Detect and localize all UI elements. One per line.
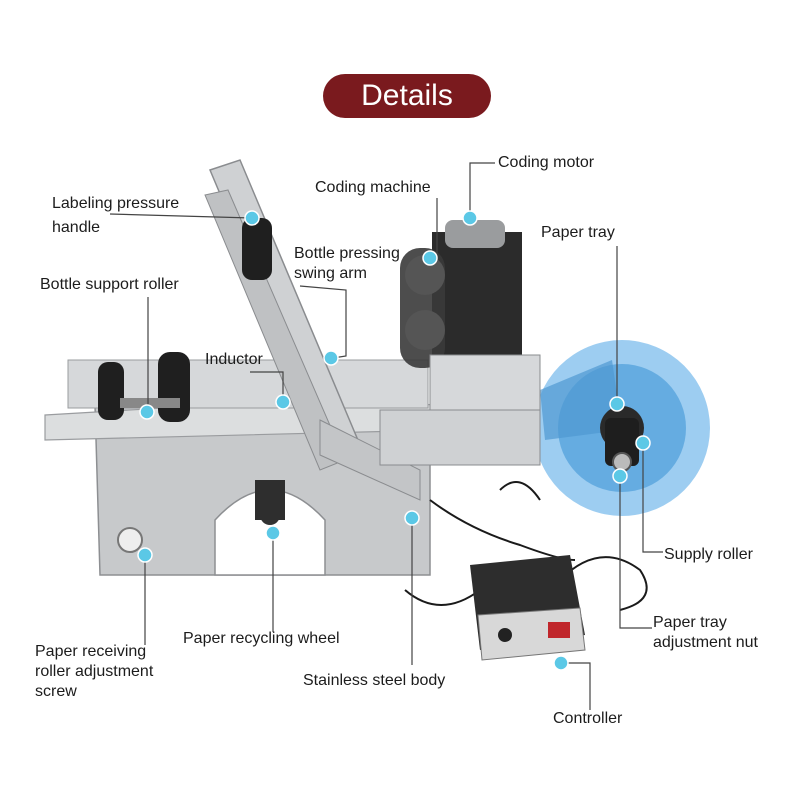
label-bottle-support-roller: Bottle support roller bbox=[40, 276, 179, 293]
label-bottle-pressing-swing-arm: Bottle pressing swing arm bbox=[294, 245, 400, 282]
label-supply-roller: Supply roller bbox=[664, 546, 753, 563]
label-paper-recycling-wheel: Paper recycling wheel bbox=[183, 630, 340, 647]
label-coding-machine: Coding machine bbox=[315, 179, 431, 196]
coding-machine-shape bbox=[379, 220, 541, 466]
markers bbox=[137, 210, 651, 671]
label-paper-tray: Paper tray bbox=[541, 224, 615, 241]
paper-tray-roll bbox=[534, 340, 710, 516]
label-labeling-pressure-handle: Labeling pressure handle bbox=[52, 195, 180, 236]
cables bbox=[404, 481, 648, 611]
labeling-arm bbox=[204, 159, 421, 501]
label-paper-receiving-roller-adjustment-screw: Paper receiving roller adjustment screw bbox=[35, 643, 154, 700]
title-banner: Details bbox=[323, 74, 491, 118]
leader-lines bbox=[109, 162, 663, 710]
label-coding-motor: Coding motor bbox=[498, 154, 595, 171]
label-stainless-steel-body: Stainless steel body bbox=[303, 672, 446, 689]
label-inductor: Inductor bbox=[205, 351, 263, 368]
controller-box bbox=[470, 555, 586, 661]
bottle-support-rollers bbox=[98, 352, 190, 422]
label-controller: Controller bbox=[553, 710, 623, 727]
label-paper-tray-adjustment-nut: Paper tray adjustment nut bbox=[653, 614, 758, 651]
